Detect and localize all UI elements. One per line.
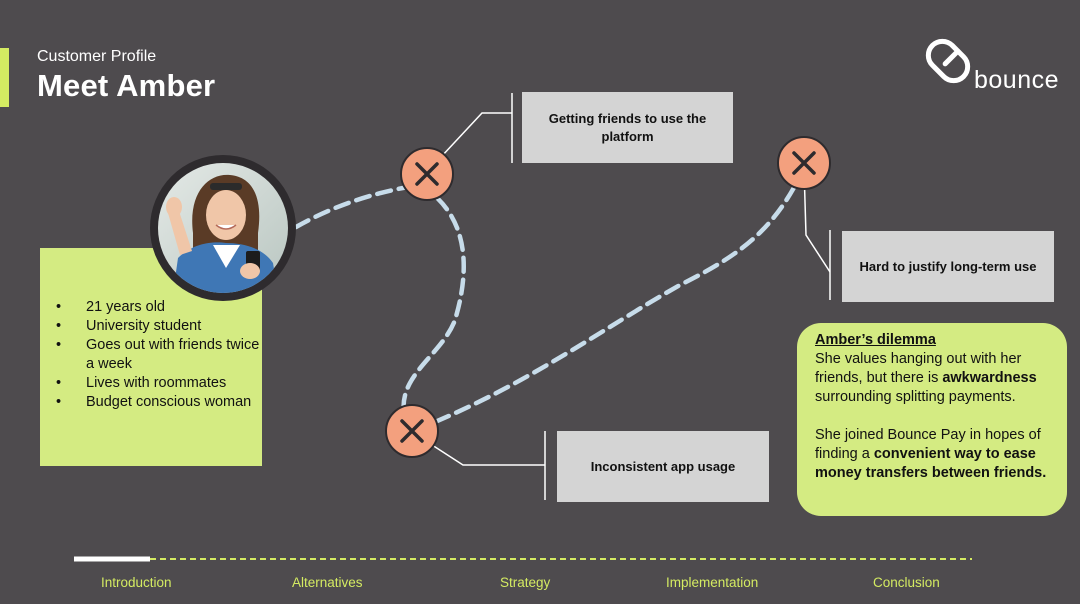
dilemma-card: Amber’s dilemma She values hanging out w…	[797, 323, 1067, 516]
x-icon	[777, 136, 831, 190]
dilemma-paragraph-2: She joined Bounce Pay in hopes of findin…	[815, 427, 1047, 481]
bounce-logo-icon	[925, 38, 971, 84]
page-subtitle: Customer Profile	[37, 48, 157, 65]
nav-implementation[interactable]: Implementation	[666, 575, 759, 590]
trait-item: Lives with roommates	[40, 374, 262, 393]
dilemma-paragraph-1: She values hanging out with her friends,…	[815, 351, 1037, 405]
logo-text: bounce	[974, 66, 1060, 94]
x-icon	[400, 147, 454, 201]
nav-introduction[interactable]: Introduction	[101, 575, 172, 590]
trait-item: Budget conscious woman	[40, 393, 262, 412]
dilemma-heading: Amber’s dilemma	[815, 332, 936, 348]
nav-conclusion[interactable]: Conclusion	[873, 575, 940, 590]
pain-point-callout: Hard to justify long-term use	[842, 231, 1054, 302]
page-title: Meet Amber	[37, 68, 216, 103]
pain-point-callout: Getting friends to use the platform	[522, 92, 733, 163]
nav-strategy[interactable]: Strategy	[500, 575, 551, 590]
accent-bar	[0, 48, 9, 107]
trait-item: University student	[40, 317, 262, 336]
nav-alternatives[interactable]: Alternatives	[292, 575, 363, 590]
avatar-ring	[150, 155, 296, 301]
trait-item: Goes out with friends twice a week	[40, 336, 262, 374]
avatar-photo	[158, 163, 288, 293]
progress-track	[74, 556, 972, 562]
pain-point-callout: Inconsistent app usage	[557, 431, 769, 502]
x-icon	[385, 404, 439, 458]
trait-item: 21 years old	[40, 298, 262, 317]
profile-traits: 21 years old University student Goes out…	[40, 298, 262, 412]
